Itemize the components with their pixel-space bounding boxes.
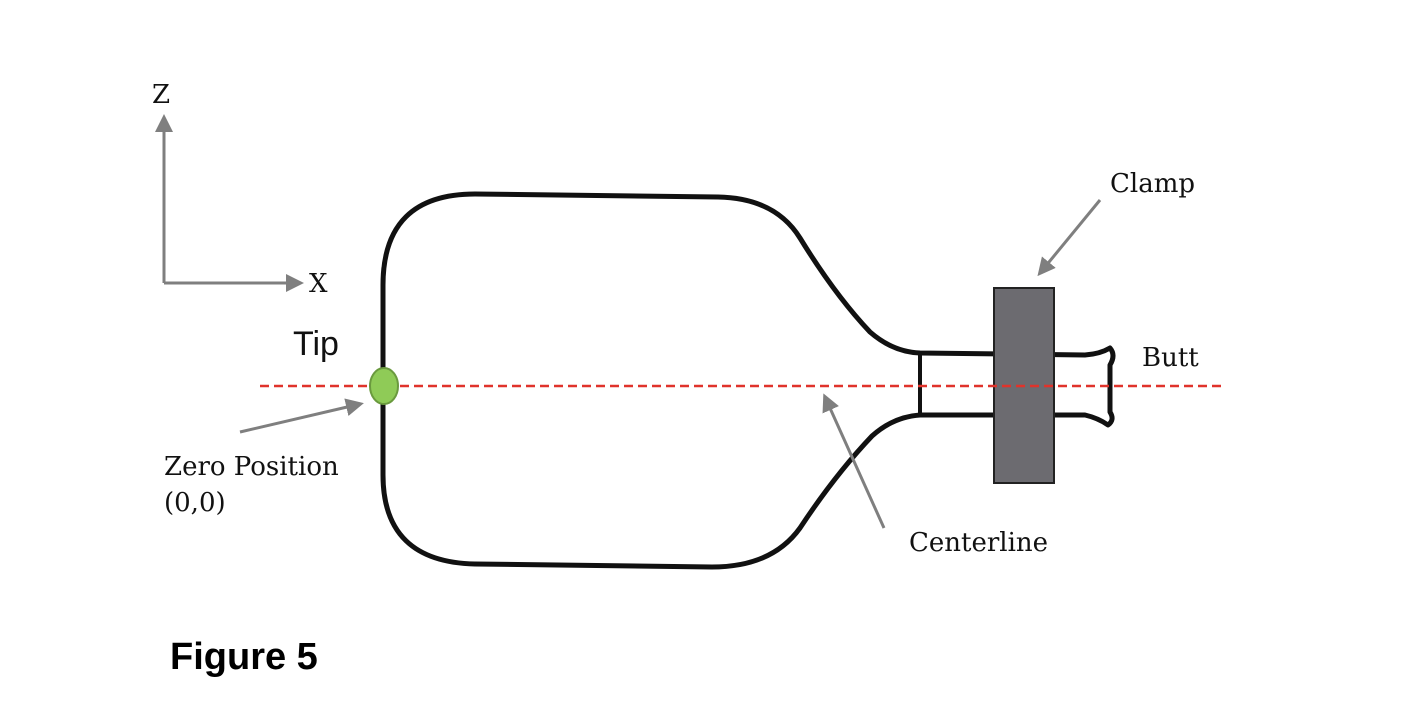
- coordinate-axes: Z X: [152, 80, 328, 299]
- z-axis-label: Z: [152, 80, 170, 110]
- zero-position-label: Zero Position: [164, 452, 339, 482]
- figure-caption: Figure 5: [170, 636, 318, 678]
- tip-label: Tip: [293, 325, 339, 363]
- centerline-label: Centerline: [909, 528, 1048, 558]
- centerline-pointer-arrow: [822, 393, 886, 529]
- butt-label: Butt: [1142, 343, 1199, 373]
- zero-position-pointer-arrow: [239, 398, 364, 434]
- x-axis-label: X: [309, 269, 328, 299]
- clamp-label: Clamp: [1110, 169, 1195, 199]
- zero-coordinates-label: (0,0): [164, 488, 226, 518]
- zero-position-marker: [369, 367, 399, 405]
- clamp-pointer-arrow: [1037, 199, 1102, 277]
- paddle-outline: [380, 191, 1116, 570]
